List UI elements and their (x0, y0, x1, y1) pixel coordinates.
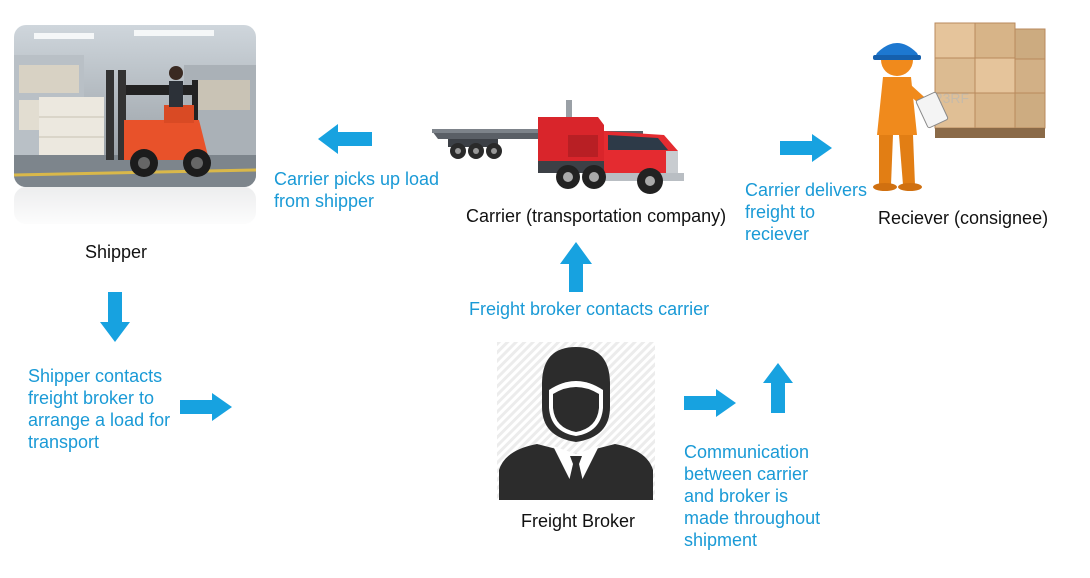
arrow-down-icon (100, 292, 130, 342)
carrier-label: Carrier (transportation company) (466, 206, 727, 226)
step-pickup-line: Carrier picks up load (274, 169, 440, 189)
step-pickup: Carrier picks up load from shipper (274, 168, 439, 212)
step-communication-line: between carrier (684, 464, 809, 484)
arrow-left-icon (318, 124, 374, 154)
arrow-up-icon (763, 363, 793, 413)
step-shipper-contacts-line: Shipper contacts (28, 366, 163, 386)
arrow-right-icon (780, 134, 832, 162)
arrow-right-icon (684, 389, 736, 417)
arrow-up-icon (560, 242, 592, 292)
step-communication-line: shipment (684, 530, 758, 550)
truck-icon (428, 95, 690, 197)
step-communication-line: Communication (684, 442, 810, 462)
broker-label: Freight Broker (521, 511, 636, 531)
worker-boxes-icon: 123RF (855, 15, 1055, 200)
step-broker-contacts: Freight broker contacts carrier (469, 299, 710, 319)
step-shipper-contacts-line: freight broker to (28, 388, 155, 408)
businessman-icon (497, 342, 655, 500)
step-deliver: Carrier delivers freight to reciever (745, 179, 867, 245)
step-shipper-contacts: Shipper contacts freight broker to arran… (28, 365, 170, 453)
step-shipper-contacts-line: arrange a load for (28, 410, 171, 430)
step-shipper-contacts-line: transport (28, 432, 100, 452)
receiver-label: Reciever (consignee) (878, 208, 1049, 228)
step-communication-line: and broker is (684, 486, 789, 506)
step-deliver-line: Carrier delivers (745, 180, 868, 200)
step-communication-line: made throughout (684, 508, 821, 528)
step-pickup-line: from shipper (274, 191, 375, 211)
step-deliver-line: reciever (745, 224, 810, 244)
shipper-image (14, 25, 256, 230)
step-communication: Communication between carrier and broker… (684, 441, 820, 551)
shipper-label: Shipper (85, 242, 148, 262)
arrow-right-icon (180, 393, 232, 421)
step-deliver-line: freight to (745, 202, 816, 222)
